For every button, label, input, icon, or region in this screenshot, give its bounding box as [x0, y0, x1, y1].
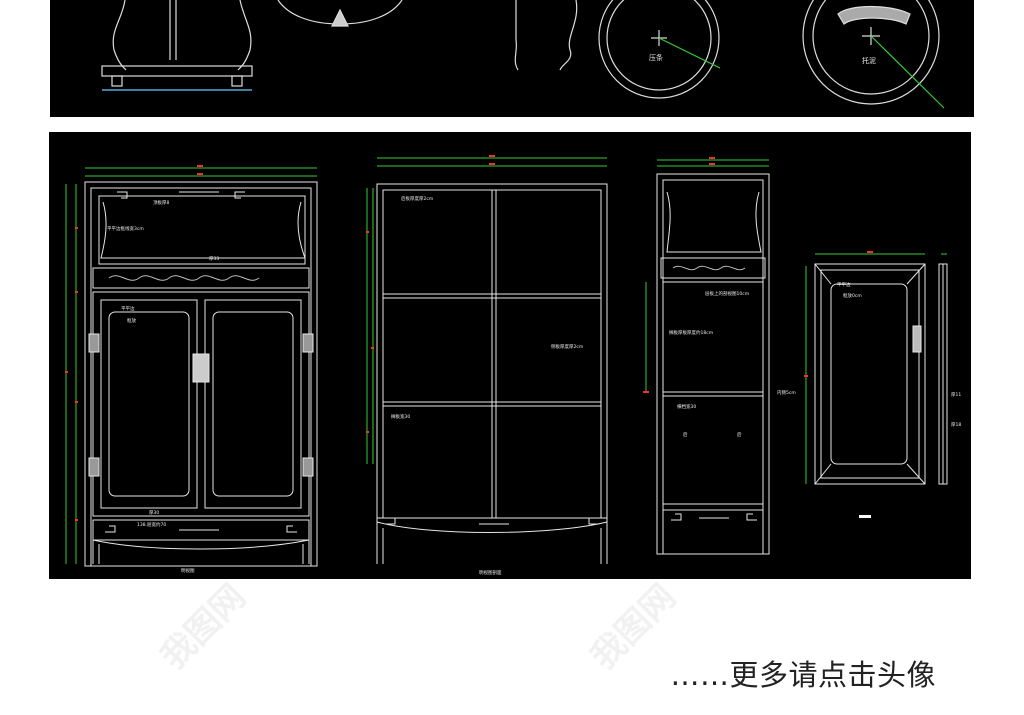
note-door-rail: 平平边	[121, 305, 135, 312]
note-crossbar: 横档宽30	[677, 403, 696, 410]
note-inner: 内侧5cm	[777, 389, 796, 396]
note-door-side-a: 厚11	[951, 392, 961, 398]
note-shelf-section: 层板上的剖视图10cm	[705, 290, 749, 297]
cad-drawing-top: 压条 托泥	[101, 0, 945, 109]
note-apron: 厚33	[209, 256, 219, 262]
note-door-panel: 框放	[127, 317, 136, 324]
side-view	[643, 157, 770, 555]
cad-drawing-top-panel: 压条 托泥	[50, 0, 974, 117]
section-view	[366, 155, 608, 564]
note-back-panel: 后板厚度厚2cm	[401, 195, 433, 202]
caption-section-view: 明视图剖面	[479, 569, 502, 576]
note-side-rail: 平平边框线宽3cm	[107, 225, 144, 232]
note-door-frame: 框放0cm	[843, 292, 862, 299]
label-base-frame: 托泥	[862, 56, 876, 65]
note-base-apron: 138.屉宽约70	[137, 521, 166, 528]
cad-drawing-main-panel: 顶板厚8 平平边框线宽3cm 厚33 平平边 框放 厚30 138.屉宽约70 …	[49, 132, 971, 579]
note-shelf: 搁板宽30	[391, 413, 410, 420]
door-detail	[804, 251, 948, 518]
note-shelf-thickness: 搁板厚板厚度约18cm	[669, 329, 713, 336]
caption-front-view: 明视图	[181, 567, 195, 574]
note-door-side-b: 厚18	[951, 422, 961, 428]
front-view	[65, 165, 318, 567]
note-top-rail: 顶板厚8	[153, 199, 169, 206]
note-side-panel: 侧板厚度厚2cm	[551, 343, 583, 350]
note-door-edge: 平平边	[837, 281, 851, 288]
note-bottom: 厚30	[149, 510, 159, 516]
label-pressure-strip: 压条	[649, 53, 663, 62]
note-back-right: 后	[737, 431, 742, 438]
note-back-left: 后	[683, 431, 688, 438]
more-link[interactable]: ……更多请点击头像	[670, 658, 936, 692]
watermark: 我图网	[153, 576, 254, 678]
cad-drawing-main: 顶板厚8 平平边框线宽3cm 厚33 平平边 框放 厚30 138.屉宽约70 …	[65, 155, 961, 576]
watermark: 我图网	[583, 576, 684, 678]
